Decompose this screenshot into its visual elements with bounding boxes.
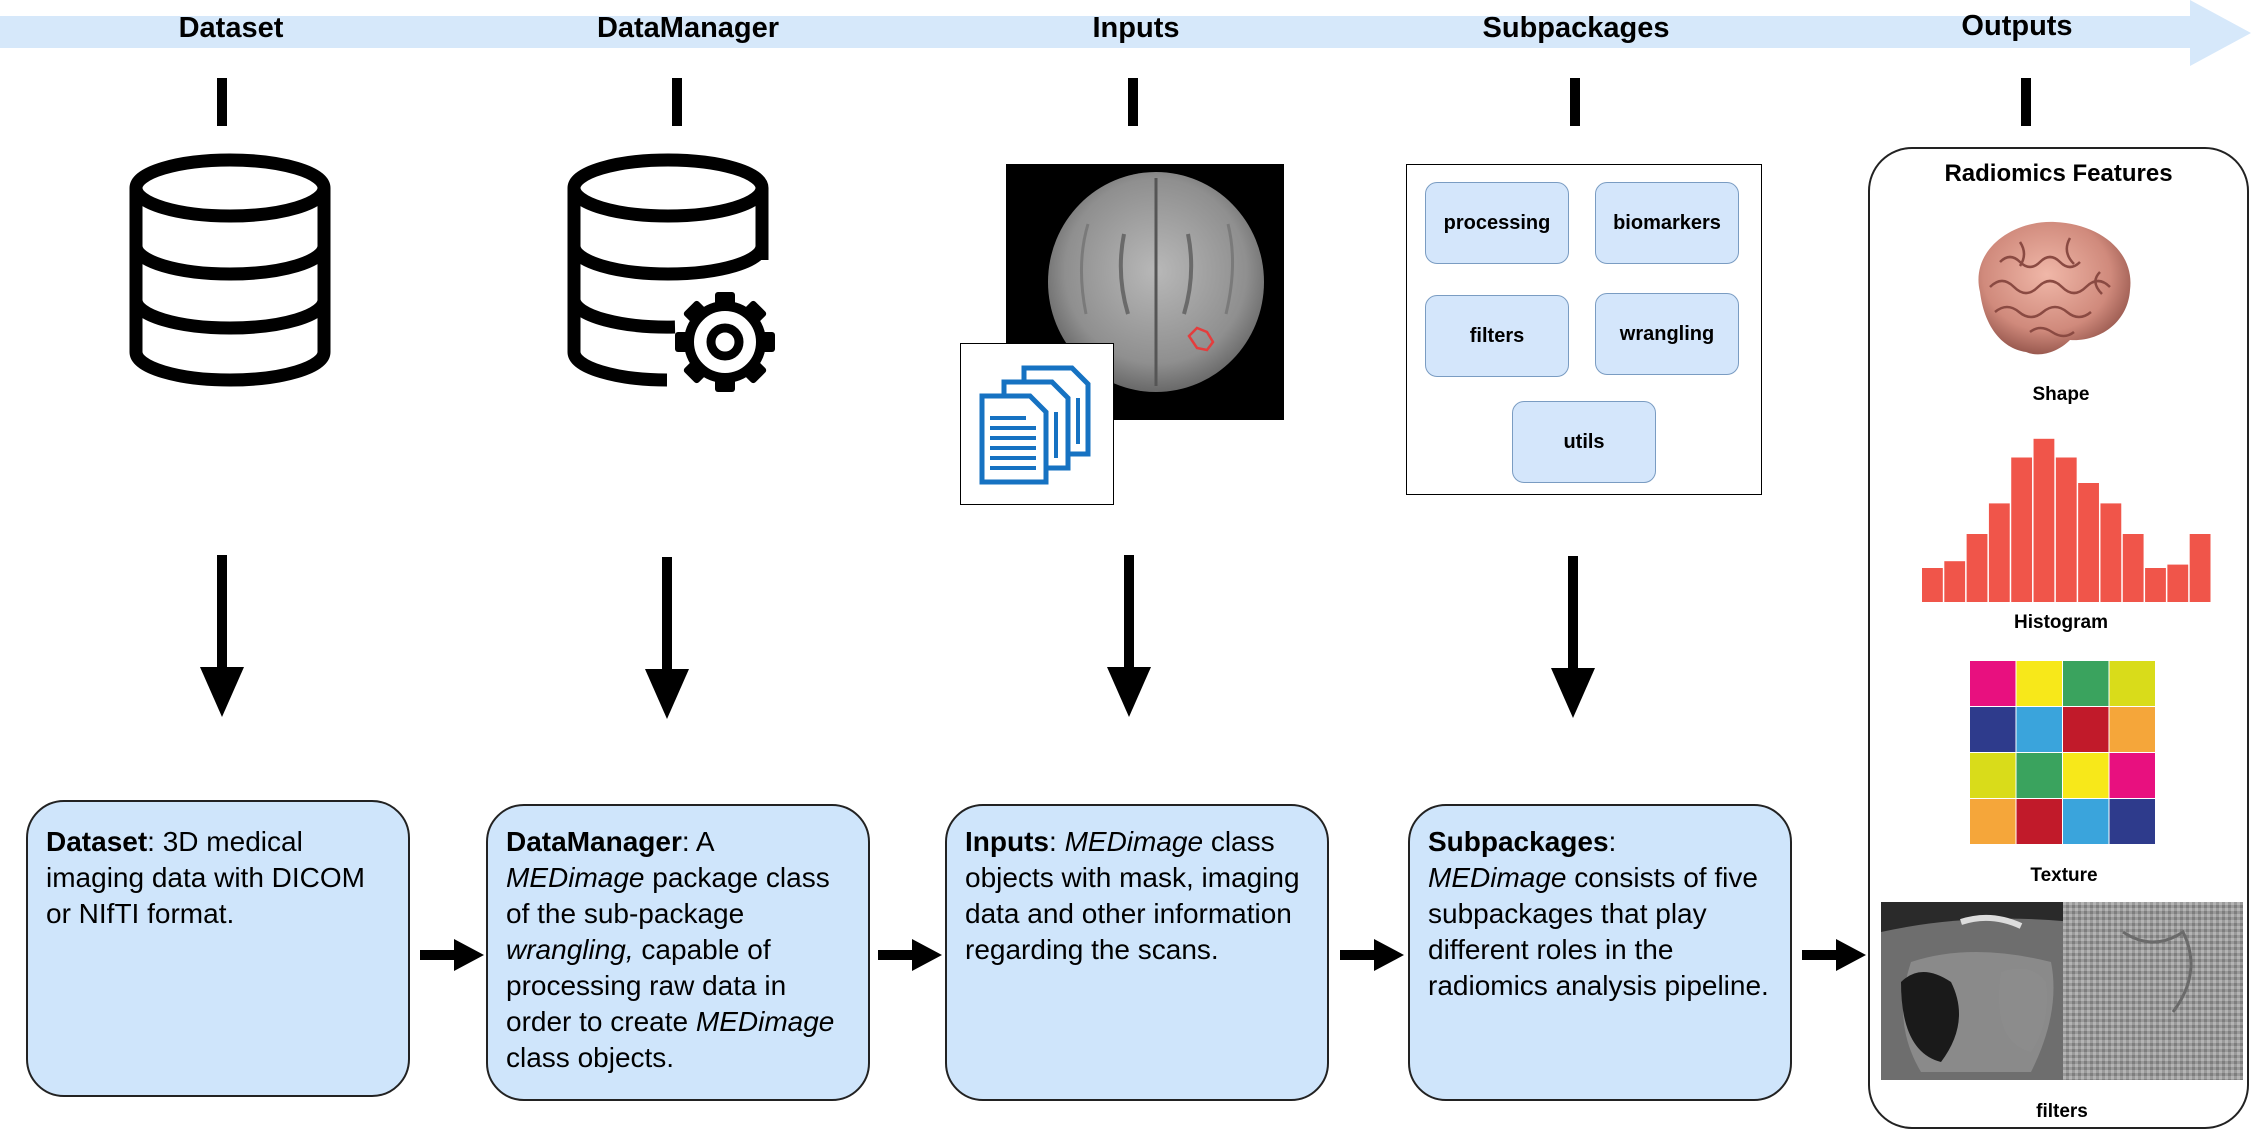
description-dataset-title: Dataset: [46, 826, 148, 857]
subpackage-utils: utils: [1512, 401, 1656, 483]
texture-cell: [2016, 799, 2062, 844]
database-gear-icon: [567, 153, 775, 392]
stage-label-datamanager: DataManager: [596, 12, 780, 44]
description-dataset-sep: :: [147, 826, 155, 857]
description-datamanager-t1: : A: [681, 826, 715, 857]
description-inputs-t1: :: [1049, 826, 1065, 857]
subpackage-biomarkers: biomarkers: [1595, 182, 1739, 264]
description-datamanager-title: DataManager: [506, 826, 682, 857]
texture-cell: [2109, 753, 2155, 798]
histogram-bar: [2078, 483, 2099, 602]
down-arrow-subpackages: [1551, 556, 1595, 718]
description-datamanager-em2: wrangling,: [506, 934, 634, 965]
texture-cell: [2109, 661, 2155, 706]
database-icon: [129, 153, 331, 387]
histogram-bar: [2033, 438, 2055, 602]
description-datamanager-em3: MEDimage: [695, 1006, 835, 1037]
histogram-bar: [1966, 534, 1988, 602]
documents-icon: [979, 365, 1091, 485]
outputs-panel-title: Radiomics Features: [1944, 160, 2173, 187]
stage-label-subpackages: Subpackages: [1482, 12, 1670, 44]
down-arrow-inputs: [1107, 555, 1151, 717]
texture-grid: [1970, 661, 2155, 844]
caption-texture: Texture: [2030, 865, 2098, 886]
description-dataset-text: 3D medical imaging data with DICOM or NI…: [46, 826, 366, 929]
right-arrow-1: [420, 939, 484, 971]
caption-filters: filters: [2036, 1101, 2088, 1122]
description-inputs-em1: MEDimage: [1064, 826, 1204, 857]
description-inputs: Inputs: MEDimage class objects with mask…: [945, 804, 1329, 1101]
description-subpackages-t2: consists of five subpackages that play d…: [1428, 862, 1769, 1001]
texture-cell: [2063, 707, 2109, 752]
texture-cell: [1970, 707, 2016, 752]
histogram-bar: [2100, 503, 2122, 602]
right-arrow-4: [1802, 939, 1866, 971]
histogram-bar: [1922, 568, 1943, 602]
texture-cell: [2109, 707, 2155, 752]
right-arrow-2: [878, 939, 942, 971]
texture-cell: [2063, 661, 2109, 706]
texture-cell: [2063, 799, 2109, 844]
histogram-bar: [2055, 457, 2077, 602]
down-arrow-dataset: [200, 555, 244, 717]
texture-cell: [1970, 799, 2016, 844]
histogram-bar: [1944, 561, 1966, 602]
histogram-bar: [2167, 564, 2189, 602]
tick-inputs: [1128, 78, 1138, 126]
filtered-texture-image: [2063, 902, 2243, 1080]
down-arrow-datamanager: [645, 557, 689, 719]
stage-label-inputs: Inputs: [1092, 12, 1180, 44]
subpackage-wrangling: wrangling: [1595, 293, 1739, 375]
description-inputs-title: Inputs: [965, 826, 1049, 857]
tick-outputs: [2021, 78, 2031, 126]
texture-cell: [1970, 661, 2016, 706]
stage-label-outputs: Outputs: [1961, 10, 2073, 42]
tick-datamanager: [672, 78, 682, 126]
right-arrow-3: [1340, 939, 1404, 971]
ct-scan-image: [1881, 902, 2075, 1080]
texture-cell: [2016, 707, 2062, 752]
tick-subpackages: [1570, 78, 1580, 126]
texture-cell: [2016, 661, 2062, 706]
histogram-bar: [2011, 457, 2033, 602]
texture-cell: [1970, 753, 2016, 798]
texture-cell: [2109, 799, 2155, 844]
description-dataset: Dataset: 3D medical imaging data with DI…: [26, 800, 410, 1097]
histogram-chart: [1922, 438, 2211, 602]
description-inputs-t2: class objects with mask, imaging data an…: [965, 826, 1300, 965]
stage-label-dataset: Dataset: [178, 12, 284, 44]
texture-cell: [2016, 753, 2062, 798]
histogram-bar: [2145, 568, 2166, 602]
description-datamanager-t4: class objects.: [506, 1042, 675, 1073]
description-datamanager-t3: capable of processing raw data in order …: [506, 934, 787, 1037]
histogram-bar: [2189, 534, 2211, 602]
histogram-bar: [2122, 534, 2144, 602]
description-subpackages: Subpackages: MEDimage consists of five su…: [1408, 804, 1792, 1101]
description-subpackages-t1: :: [1608, 826, 1617, 857]
description-datamanager-em1: MEDimage: [506, 862, 645, 893]
description-subpackages-em1: MEDimage: [1428, 862, 1567, 893]
timeline-arrow: [0, 0, 2251, 66]
texture-cell: [2063, 753, 2109, 798]
subpackage-processing: processing: [1425, 182, 1569, 264]
description-subpackages-title: Subpackages: [1428, 826, 1609, 857]
description-datamanager-t2: package class of the sub-package: [506, 862, 830, 929]
caption-shape: Shape: [2032, 384, 2090, 405]
brain-shape-image: [1978, 221, 2131, 355]
subpackage-filters: filters: [1425, 295, 1569, 377]
caption-histogram: Histogram: [2014, 612, 2108, 633]
description-datamanager: DataManager: A MEDimage package class of…: [486, 804, 870, 1101]
histogram-bar: [1988, 503, 2010, 602]
tick-dataset: [217, 78, 227, 126]
